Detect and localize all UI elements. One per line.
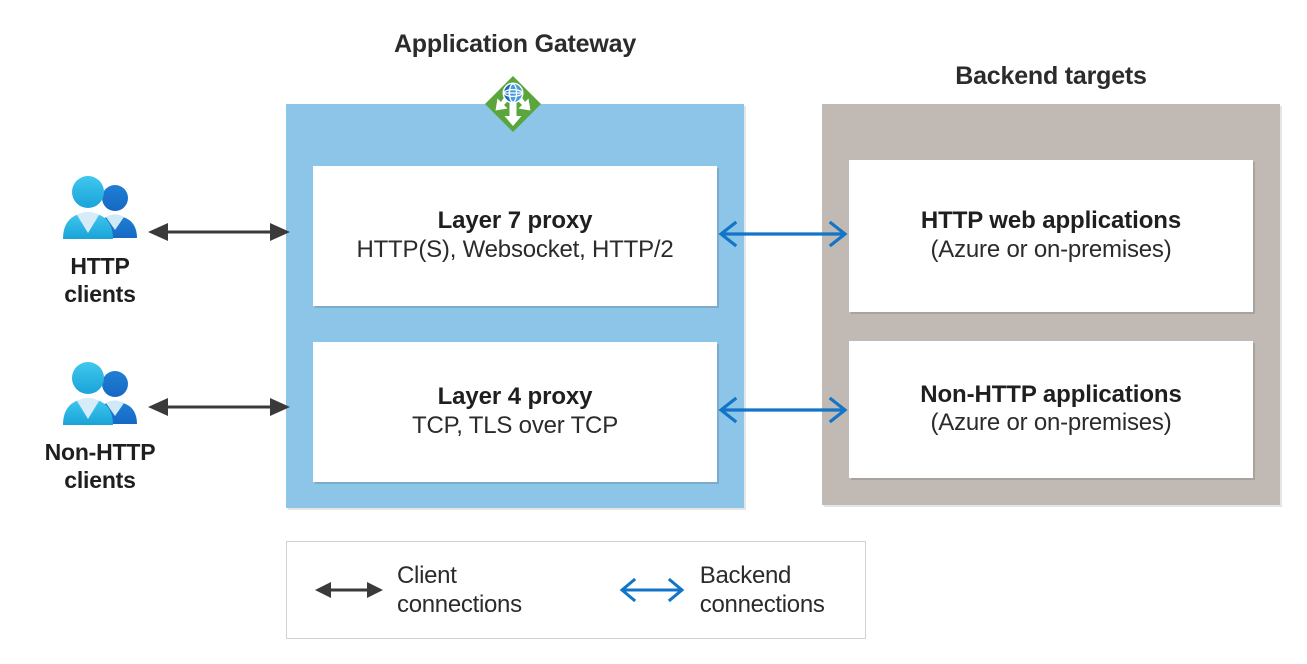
gateway-section-title: Application Gateway xyxy=(393,30,637,58)
backend-connection-arrow-non-http xyxy=(718,396,848,424)
double-arrow-blue-icon xyxy=(619,577,685,603)
legend-box: Client connections Backend connections xyxy=(286,541,866,639)
legend-label-backend-connections: Backend connections xyxy=(699,561,825,618)
non-http-clients-group: Non-HTTP clients xyxy=(5,358,195,494)
non-http-applications-card: Non-HTTP applications (Azure or on-premi… xyxy=(849,341,1253,478)
legend-label-client-connections: Client connections xyxy=(397,561,522,618)
layer-4-proxy-title: Layer 4 proxy xyxy=(437,383,593,411)
client-connection-arrow-non-http xyxy=(148,398,290,416)
http-clients-label-line1: HTTP xyxy=(70,253,130,279)
layer-7-proxy-subtitle: HTTP(S), Websocket, HTTP/2 xyxy=(356,235,674,263)
application-gateway-icon xyxy=(483,74,543,134)
non-http-clients-label: Non-HTTP clients xyxy=(5,438,195,494)
legend-entry-backend-connections: Backend connections xyxy=(618,542,825,638)
legend-entry-client-connections: Client connections xyxy=(315,542,522,638)
http-web-applications-card: HTTP web applications (Azure or on-premi… xyxy=(849,160,1253,312)
backend-section-title: Backend targets xyxy=(955,62,1147,90)
users-icon xyxy=(63,176,137,239)
backend-connection-arrow-http xyxy=(718,220,848,248)
client-connection-arrow-http xyxy=(148,223,290,241)
non-http-applications-title: Non-HTTP applications xyxy=(920,380,1182,408)
http-clients-label: HTTP clients xyxy=(5,252,195,308)
layer-4-proxy-subtitle: TCP, TLS over TCP xyxy=(411,411,618,439)
http-clients-label-line2: clients xyxy=(64,281,136,308)
http-clients-group: HTTP clients xyxy=(5,172,195,308)
http-web-applications-subtitle: (Azure or on-premises) xyxy=(930,235,1172,263)
non-http-clients-label-line2: clients xyxy=(64,467,136,494)
non-http-applications-subtitle: (Azure or on-premises) xyxy=(930,409,1172,437)
layer-4-proxy-card: Layer 4 proxy TCP, TLS over TCP xyxy=(313,342,717,482)
double-arrow-black-icon xyxy=(315,582,383,598)
layer-7-proxy-title: Layer 7 proxy xyxy=(437,207,593,235)
users-icon xyxy=(63,362,137,425)
layer-7-proxy-card: Layer 7 proxy HTTP(S), Websocket, HTTP/2 xyxy=(313,166,717,306)
http-web-applications-title: HTTP web applications xyxy=(920,207,1182,235)
non-http-clients-label-line1: Non-HTTP xyxy=(44,439,156,465)
